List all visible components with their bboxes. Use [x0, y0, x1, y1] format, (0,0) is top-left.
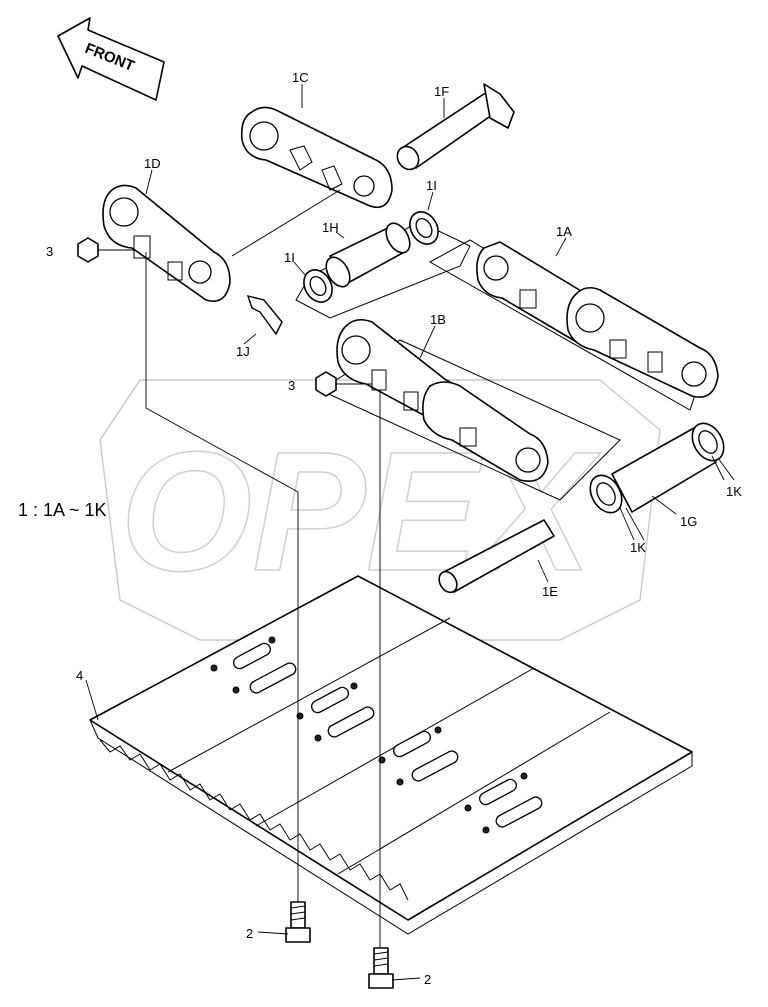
callout-1D: 1D — [144, 156, 161, 171]
bolt-2-left — [285, 901, 311, 943]
callout-3-upper: 3 — [46, 244, 53, 259]
callout-1B: 1B — [430, 312, 446, 327]
callout-1C: 1C — [292, 70, 309, 85]
callout-2-right: 2 — [424, 972, 431, 987]
callout-1E: 1E — [542, 584, 558, 599]
nut-3-middle — [315, 371, 337, 397]
callout-1K-left: 1K — [630, 540, 646, 555]
assembly-note: 1 : 1A ~ 1K — [18, 500, 107, 520]
callout-labels: 1C 1F 1D 1I 1H 1I 1A 1B 1J 3 3 1K 1K 1G … — [46, 70, 742, 987]
callout-1H: 1H — [322, 220, 339, 235]
callout-2-left: 2 — [246, 926, 253, 941]
seal-1I-left — [303, 269, 333, 303]
pin-1E — [438, 519, 555, 594]
callout-1J: 1J — [236, 344, 250, 359]
pin-1F — [396, 83, 515, 171]
link-1D — [102, 184, 231, 302]
callout-1I-lower: 1I — [284, 250, 295, 265]
callout-1A: 1A — [556, 224, 572, 239]
callout-3-middle: 3 — [288, 378, 295, 393]
callout-1I-upper: 1I — [426, 178, 437, 193]
link-1C — [240, 106, 393, 209]
callout-1F: 1F — [434, 84, 449, 99]
front-arrow: FRONT — [57, 17, 165, 101]
pin-1G — [589, 422, 725, 514]
assembly-lines — [98, 189, 381, 948]
link-1B — [318, 318, 621, 501]
seal-1I-right — [409, 211, 439, 245]
link-1A — [428, 239, 719, 411]
callout-4: 4 — [76, 668, 83, 683]
callout-1K-right: 1K — [726, 484, 742, 499]
nut-3-upper — [77, 237, 99, 263]
callout-1G: 1G — [680, 514, 697, 529]
clip-1J — [246, 295, 283, 336]
track-shoe-4 — [89, 575, 693, 935]
callout-leaders — [85, 84, 735, 981]
bolt-2-right — [368, 947, 394, 989]
shoe-holes — [210, 636, 543, 834]
